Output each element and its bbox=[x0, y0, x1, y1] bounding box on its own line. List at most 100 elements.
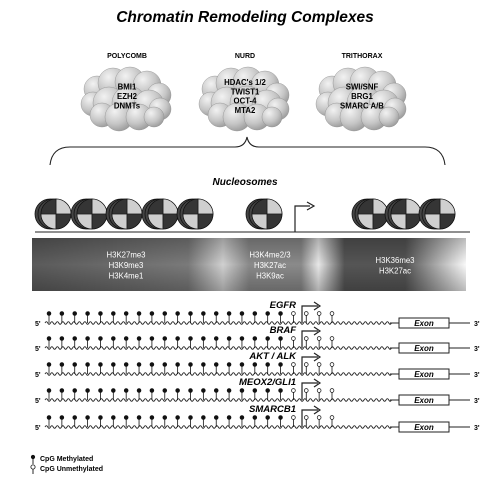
cpg-unmethylated-icon bbox=[329, 336, 335, 341]
tss-arrow-head bbox=[313, 326, 322, 336]
cpg-methylated-icon bbox=[188, 336, 193, 341]
tss-arrow-head bbox=[313, 301, 322, 311]
cpg-methylated-icon bbox=[175, 362, 180, 367]
legend-unmethylated-label: CpG Unmethylated bbox=[40, 466, 103, 473]
cpg-methylated-icon bbox=[136, 311, 142, 316]
exon-box bbox=[398, 317, 450, 329]
cpg-unmethylated-icon bbox=[304, 415, 309, 420]
cpg-methylated-icon bbox=[239, 388, 245, 393]
cpg-methylated-icon bbox=[188, 362, 193, 367]
nucleosomes-label: Nucleosomes bbox=[212, 177, 277, 188]
exon-label: Exon bbox=[414, 396, 434, 405]
cpg-methylated-icon bbox=[201, 362, 206, 367]
cpg-methylated-icon bbox=[162, 362, 168, 367]
tss-arrow bbox=[301, 382, 318, 400]
cpg-methylated-icon bbox=[111, 311, 116, 316]
cpg-methylated-icon bbox=[201, 415, 206, 420]
cpg-unmethylated-icon bbox=[316, 311, 322, 316]
unmethylated-legend-icon bbox=[30, 464, 36, 470]
three-prime-label: 3' bbox=[474, 425, 480, 432]
histone-mark: H3K27ac bbox=[254, 261, 286, 270]
cpg-methylated-icon bbox=[46, 415, 52, 420]
cpg-methylated-icon bbox=[59, 362, 65, 367]
cpg-methylated-icon bbox=[265, 311, 270, 316]
dna-helix bbox=[44, 321, 392, 325]
histone-mark: H3K27me3 bbox=[106, 251, 145, 260]
cpg-methylated-icon bbox=[278, 311, 283, 316]
cpg-methylated-icon bbox=[265, 388, 270, 393]
complex-member: BRG1 bbox=[351, 92, 373, 101]
complex-member: OCT-4 bbox=[234, 97, 258, 106]
cpg-methylated-icon bbox=[59, 388, 65, 393]
nucleosome-icon bbox=[34, 198, 72, 230]
cpg-unmethylated-icon bbox=[329, 362, 335, 367]
cpg-methylated-icon bbox=[226, 311, 232, 316]
cpg-methylated-icon bbox=[188, 388, 193, 393]
complex-member: MTA2 bbox=[235, 106, 256, 115]
cpg-unmethylated-icon bbox=[304, 362, 309, 367]
cpg-methylated-icon bbox=[252, 336, 258, 341]
nucleosome-bracket bbox=[49, 136, 446, 166]
cpg-unmethylated-icon bbox=[316, 415, 322, 420]
cpg-methylated-icon bbox=[136, 336, 142, 341]
complex-name: TRITHORAX bbox=[342, 53, 383, 60]
cpg-methylated-icon bbox=[136, 415, 142, 420]
exon-label: Exon bbox=[414, 344, 434, 353]
cpg-unmethylated-icon bbox=[329, 388, 335, 393]
dna-helix bbox=[44, 346, 392, 350]
complex-member: EZH2 bbox=[117, 92, 138, 101]
cpg-unmethylated-icon bbox=[291, 415, 296, 420]
complex-name: NURD bbox=[235, 53, 255, 60]
complex-member: HDAC's 1/2 bbox=[224, 78, 266, 87]
histone-mark: H3K9ac bbox=[256, 272, 284, 281]
tss-arrow bbox=[301, 330, 318, 348]
cpg-unmethylated-icon bbox=[291, 362, 296, 367]
dna-helix bbox=[44, 398, 392, 402]
legend: CpG Methylated CpG Unmethylated bbox=[30, 454, 103, 474]
nucleosome-icon bbox=[384, 198, 422, 230]
cpg-unmethylated-icon bbox=[304, 336, 309, 341]
cpg-methylated-icon bbox=[46, 362, 52, 367]
cpg-methylated-icon bbox=[252, 415, 258, 420]
five-prime-label: 5' bbox=[35, 346, 41, 353]
five-prime-label: 5' bbox=[35, 425, 41, 432]
cpg-methylated-icon bbox=[46, 311, 52, 316]
cpg-methylated-icon bbox=[59, 311, 65, 316]
tss-arrow-head bbox=[313, 352, 322, 362]
tss-arrow-head bbox=[313, 405, 322, 415]
cpg-methylated-icon bbox=[136, 362, 142, 367]
cpg-unmethylated-icon bbox=[316, 336, 322, 341]
dna-helix bbox=[44, 372, 392, 376]
cpg-methylated-icon bbox=[213, 388, 219, 393]
complex-blob bbox=[315, 66, 407, 132]
cpg-methylated-icon bbox=[136, 388, 142, 393]
cpg-methylated-icon bbox=[252, 388, 258, 393]
cpg-methylated-icon bbox=[72, 311, 77, 316]
cpg-methylated-icon bbox=[123, 362, 129, 367]
cpg-methylated-icon bbox=[111, 388, 116, 393]
exon-label: Exon bbox=[414, 423, 434, 432]
cpg-methylated-icon bbox=[175, 388, 180, 393]
complex-member: SWI/SNF bbox=[346, 83, 379, 92]
cpg-methylated-icon bbox=[265, 415, 270, 420]
cpg-methylated-icon bbox=[123, 415, 129, 420]
nucleosome-icon bbox=[351, 198, 389, 230]
cpg-methylated-icon bbox=[46, 336, 52, 341]
gene-name: AKT / ALK bbox=[248, 351, 297, 362]
cpg-methylated-icon bbox=[85, 415, 90, 420]
cpg-methylated-icon bbox=[149, 388, 155, 393]
cpg-unmethylated-icon bbox=[304, 311, 309, 316]
dna-helix bbox=[44, 425, 392, 429]
cpg-unmethylated-icon bbox=[291, 336, 296, 341]
tss-arrow bbox=[301, 356, 318, 374]
cpg-methylated-icon bbox=[149, 311, 155, 316]
cpg-methylated-icon bbox=[98, 362, 103, 367]
cpg-unmethylated-icon bbox=[291, 388, 296, 393]
cpg-methylated-icon bbox=[175, 311, 180, 316]
